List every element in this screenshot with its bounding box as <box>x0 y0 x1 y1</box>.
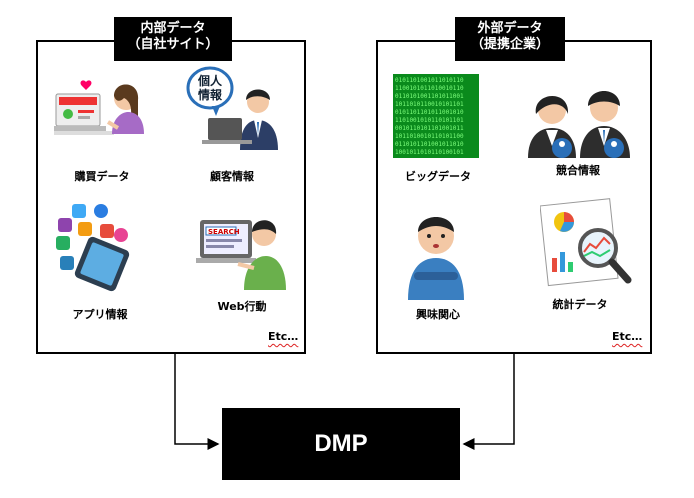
competitor-info-label: 競合情報 <box>556 164 600 177</box>
purchase-data-item: 購買データ <box>62 168 142 184</box>
smartphone-apps-icon <box>56 204 130 292</box>
svg-text:0010110101101001011: 0010110101101001011 <box>395 125 464 132</box>
business-people-icon <box>528 91 630 158</box>
customer-info-item: 顧客情報 <box>192 168 272 184</box>
internal-data-title: 内部データ （自社サイト） <box>114 17 232 61</box>
svg-text:0101101001011010110: 0101101001011010110 <box>395 77 464 84</box>
big-data-item: ビッグデータ <box>398 168 478 184</box>
big-data-label: ビッグデータ <box>405 170 471 183</box>
svg-text:0110101101001011010: 0110101101001011010 <box>395 141 464 148</box>
web-behavior-item: Web行動 <box>202 298 282 314</box>
dmp-label: DMP <box>314 430 368 457</box>
web-search-man-icon: SEARCH <box>196 220 286 290</box>
statistics-label: 統計データ <box>552 298 608 311</box>
customer-info-label: 顧客情報 <box>210 170 254 183</box>
dmp-box: DMP <box>222 408 460 480</box>
speech-bubble-line2: 情報 <box>198 87 223 102</box>
personal-info-man-laptop-icon: 個人 情報 <box>186 66 278 150</box>
shopping-woman-laptop-icon <box>54 80 144 135</box>
big-data-matrix-icon: 0101101001011010110 1100101011010010110 … <box>393 74 479 158</box>
svg-text:1011010010110101100: 1011010010110101100 <box>395 133 464 140</box>
competitor-info-item: 競合情報 <box>538 162 618 178</box>
internal-etc-label: Etc… <box>268 330 299 343</box>
thinking-man-icon <box>408 217 464 300</box>
statistics-magnifier-icon <box>540 198 632 287</box>
purchase-data-label: 購買データ <box>74 170 130 183</box>
speech-bubble-line1: 個人 <box>197 73 223 88</box>
search-label: SEARCH <box>208 228 240 236</box>
statistics-item: 統計データ <box>540 296 620 312</box>
web-behavior-label: Web行動 <box>217 300 267 313</box>
arrow-internal-to-dmp <box>174 354 220 450</box>
svg-text:1011010110010101101: 1011010110010101101 <box>395 101 464 108</box>
interests-label: 興味関心 <box>416 308 460 321</box>
arrow-external-to-dmp <box>462 354 515 450</box>
external-data-title: 外部データ （提携企業） <box>455 17 565 61</box>
external-etc-label: Etc… <box>612 330 643 343</box>
svg-text:1100101011010010110: 1100101011010010110 <box>395 85 464 92</box>
interests-item: 興味関心 <box>398 306 478 322</box>
app-info-label: アプリ情報 <box>72 308 128 321</box>
svg-text:0101101101011001010: 0101101101011001010 <box>395 109 464 116</box>
svg-text:0110101001101011001: 0110101001101011001 <box>395 93 464 100</box>
svg-text:1001011010110100101: 1001011010110100101 <box>395 149 464 156</box>
svg-text:1101001010110101101: 1101001010110101101 <box>395 117 464 124</box>
app-info-item: アプリ情報 <box>60 306 140 322</box>
